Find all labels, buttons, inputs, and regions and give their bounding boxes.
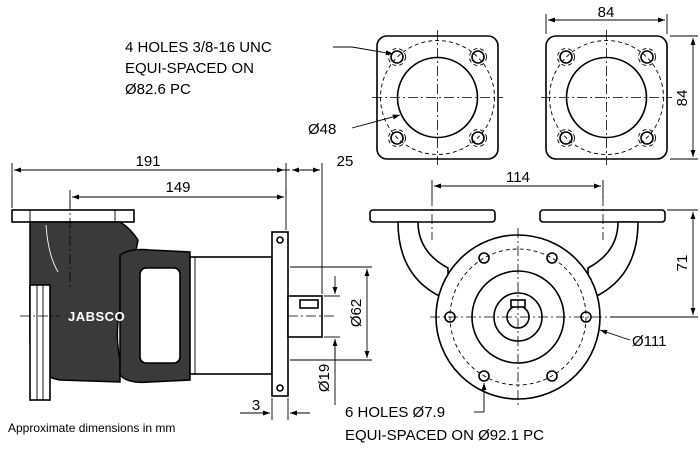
label-port-diameter: Ø48 <box>308 121 336 138</box>
dim-inlet-outlet: 149 <box>69 179 287 208</box>
dim-key-gap: 3 <box>240 397 310 420</box>
label-84-width: 84 <box>598 4 615 21</box>
dim-housing-diameter: Ø62 <box>290 266 372 361</box>
note-port-diameter: Ø48 <box>308 114 401 138</box>
note-flange-holes-line2: EQUI-SPACED ON <box>125 60 254 77</box>
dim-overall-length: 191 <box>11 153 287 230</box>
dim-top-flange-height: 84 <box>670 35 698 160</box>
dim-top-flange-width: 84 <box>545 4 668 34</box>
note-flange-holes-line1: 4 HOLES 3/8-16 UNC <box>125 39 272 56</box>
label-62: Ø62 <box>348 299 365 327</box>
label-3: 3 <box>252 397 260 414</box>
note-mount-holes-line2: EQUI-SPACED ON Ø92.1 PC <box>345 427 544 444</box>
label-19: Ø19 <box>316 364 333 392</box>
pump-front-view <box>369 196 666 405</box>
dim-outlet-height: 71 <box>610 209 698 318</box>
top-flange-right <box>541 30 672 165</box>
dim-shaft-diameter: Ø19 <box>316 276 340 405</box>
label-149: 149 <box>165 179 190 196</box>
label-191: 191 <box>135 153 160 170</box>
label-84-height: 84 <box>674 90 691 107</box>
units-note: Approximate dimensions in mm <box>8 421 175 435</box>
label-114: 114 <box>506 169 530 186</box>
pump-side-view: JABSCO <box>11 200 335 401</box>
label-25: 25 <box>337 153 354 170</box>
note-mount-holes: 6 HOLES Ø7.9 EQUI-SPACED ON Ø92.1 PC <box>345 383 544 444</box>
dim-port-spacing: 114 <box>431 169 604 198</box>
label-111: Ø111 <box>632 333 666 350</box>
brand-jabsco: JABSCO <box>68 309 125 324</box>
note-flange-holes-line3: Ø82.6 PC <box>125 81 191 98</box>
top-flange-left <box>372 30 503 165</box>
note-mount-flange-diameter: Ø111 <box>599 329 666 350</box>
note-mount-holes-line1: 6 HOLES Ø7.9 <box>345 404 445 421</box>
note-flange-holes: 4 HOLES 3/8-16 UNC EQUI-SPACED ON Ø82.6 … <box>125 39 394 98</box>
label-71: 71 <box>674 255 691 272</box>
dim-shaft-extension: 25 <box>270 153 353 294</box>
